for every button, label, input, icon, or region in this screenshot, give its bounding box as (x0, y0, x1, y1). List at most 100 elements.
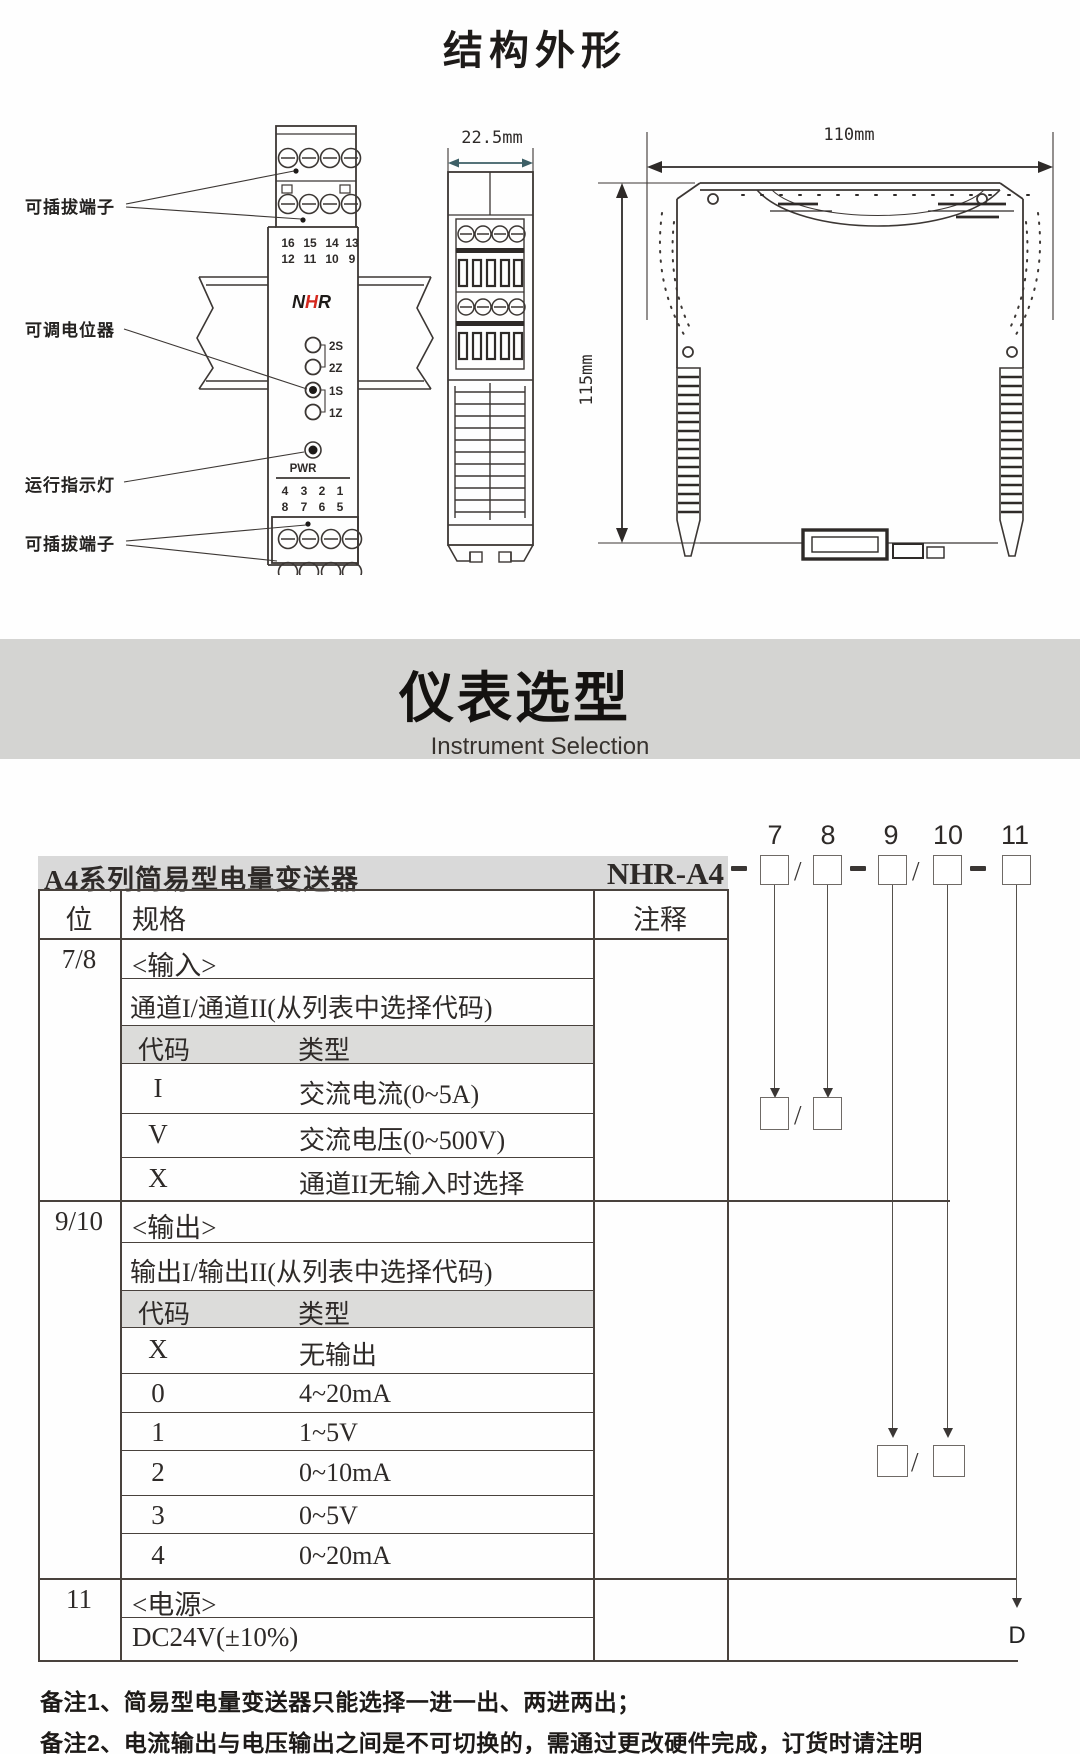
dim-height-label: 115mm (577, 354, 597, 405)
pwr-led (304, 441, 322, 459)
terminal-4: 4 (282, 484, 289, 498)
section-title-selection: 仪表选型 (398, 667, 631, 729)
callout-potentiometer: 可调电位器 (25, 321, 115, 340)
tree-line-7 (774, 885, 776, 1088)
din-clip (801, 528, 889, 561)
terminal-13: 13 (345, 236, 359, 250)
code-slash-2: / (912, 856, 920, 886)
terminal-1: 1 (337, 484, 344, 498)
output-subtitle: 输出I/输出II(从列表中选择代码) (130, 1258, 493, 1287)
output-target-slash: / (911, 1447, 919, 1477)
power-code-d: D (1008, 1622, 1026, 1649)
terminal-10: 10 (325, 252, 339, 266)
code-box-9 (878, 855, 907, 885)
section-subtitle-selection: Instrument Selection (430, 733, 650, 760)
callout-run-led: 运行指示灯 (25, 476, 115, 495)
output-row-type: 1~5V (299, 1418, 358, 1447)
note-1: 备注1、简易型电量变送器只能选择一进一出、两进两出； (40, 1689, 641, 1715)
terminal-3: 3 (301, 484, 308, 498)
code-dash-2 (850, 866, 866, 871)
pos-7-8: 7/8 (61, 944, 97, 974)
col-header-spec: 规格 (132, 905, 186, 935)
pos-9-10: 9/10 (54, 1206, 103, 1236)
tree-line-8 (827, 885, 829, 1088)
terminal-11: 11 (304, 252, 317, 266)
input-code-band (121, 1025, 593, 1063)
input-row-type: 通道II无输入时选择 (299, 1170, 525, 1199)
input-subtitle: 通道I/通道II(从列表中选择代码) (130, 994, 493, 1023)
pot-label-1z: 1Z (329, 408, 342, 420)
digit-10: 10 (932, 820, 964, 850)
pot-label-1s: 1S (329, 386, 343, 398)
output-row-type: 0~5V (299, 1501, 358, 1530)
tree-line-10 (947, 885, 949, 1428)
power-title: <电源> (132, 1590, 217, 1620)
input-code-header: 代码 (138, 1036, 191, 1065)
arrow-down-icon (1012, 1598, 1022, 1608)
model-prefix: NHR-A4 (606, 856, 724, 891)
output-row-code: 2 (151, 1457, 165, 1487)
input-target-slash: / (794, 1100, 802, 1130)
terminal-12: 12 (281, 252, 295, 266)
arrow-down-icon (888, 1428, 898, 1438)
leader-lines (123, 170, 308, 562)
output-row-code: 0 (151, 1378, 165, 1408)
note-2: 备注2、电流输出与电压输出之间是不可切换的，需通过更改硬件完成，订货时请注明 (40, 1730, 923, 1754)
top-view-drawing: 110mm 115mm (577, 125, 1054, 561)
tree-line-9 (892, 885, 894, 1428)
side-view-drawing: 22.5mm (447, 128, 534, 563)
output-row-type: 无输出 (299, 1341, 378, 1370)
product-name: A4系列简易型电量变送器 (44, 865, 359, 895)
arrow-down-icon (943, 1428, 953, 1438)
col-header-note: 注释 (633, 905, 687, 935)
col-header-pos: 位 (65, 905, 93, 935)
output-row-code: 1 (151, 1417, 165, 1447)
top-screws (277, 147, 362, 215)
output-target-box-1 (877, 1445, 908, 1477)
input-row-code: I (153, 1073, 163, 1103)
terminal-5: 5 (337, 500, 344, 514)
digit-9: 9 (883, 820, 899, 850)
callout-plug-bottom: 可插拔端子 (25, 535, 115, 554)
code-dash-1 (731, 866, 747, 871)
digit-7: 7 (767, 820, 783, 850)
output-code-header: 代码 (138, 1300, 191, 1329)
power-value: DC24V(±10%) (132, 1622, 299, 1652)
code-box-10 (933, 855, 962, 885)
terminal-8: 8 (282, 500, 289, 514)
terminal-14: 14 (325, 236, 339, 250)
output-row-type: 4~20mA (299, 1379, 392, 1408)
digit-8: 8 (820, 820, 836, 850)
input-type-header: 类型 (298, 1036, 351, 1065)
pot-1s-dot (309, 386, 317, 394)
module-body (267, 226, 359, 566)
arrow-down-icon (823, 1088, 833, 1098)
pos-11: 11 (66, 1584, 92, 1614)
terminal-16: 16 (281, 236, 295, 250)
terminal-6: 6 (319, 500, 326, 514)
product-banner (38, 856, 728, 889)
pot-label-2z: 2Z (329, 363, 342, 375)
output-type-header: 类型 (298, 1300, 351, 1329)
din-rail-right (358, 276, 434, 390)
dim-depth-label: 110mm (823, 125, 874, 145)
code-box-8 (813, 855, 842, 885)
input-row-code: V (148, 1119, 168, 1149)
code-dash-3 (970, 866, 986, 871)
selection-banner: 仪表选型 Instrument Selection (0, 639, 1080, 760)
output-row-code: 3 (151, 1500, 165, 1530)
input-row-type: 交流电压(0~500V) (299, 1126, 506, 1155)
nhr-logo: NHR (292, 292, 331, 312)
terminal-7: 7 (301, 500, 308, 514)
code-slash-1: / (794, 856, 802, 886)
output-row-type: 0~20mA (299, 1541, 392, 1570)
terminal-15: 15 (303, 236, 317, 250)
callout-plug-top: 可插拔端子 (25, 198, 115, 217)
dim-width-label: 22.5mm (461, 128, 522, 148)
pot-label-2s: 2S (329, 341, 343, 353)
pwr-label: PWR (290, 463, 318, 475)
output-row-code: 4 (151, 1540, 165, 1570)
output-target-box-2 (933, 1445, 965, 1477)
digit-11: 11 (1000, 820, 1030, 850)
